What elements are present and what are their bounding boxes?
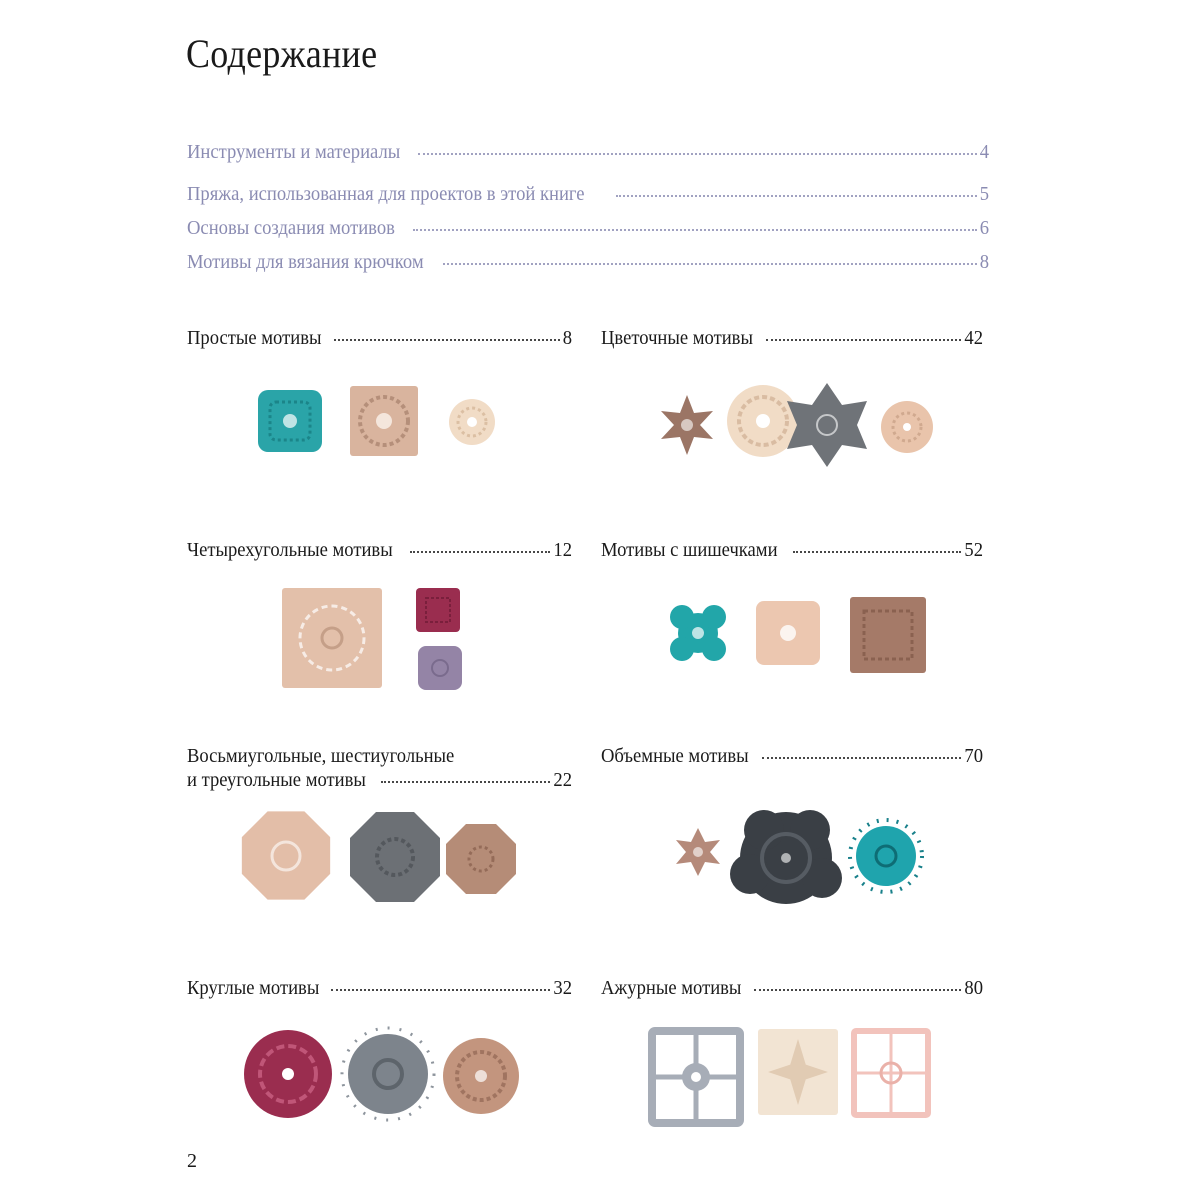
section-volume[interactable]: Объемные мотивы 70 xyxy=(601,744,983,768)
page-number: 2 xyxy=(187,1150,197,1172)
lilac-small-square-image xyxy=(418,646,462,690)
burgundy-small-square-image xyxy=(416,588,460,632)
toc-entry-yarn[interactable]: Пряжа, использованная для проектов в это… xyxy=(187,182,989,206)
dot-leader xyxy=(616,195,977,197)
dot-leader xyxy=(410,551,550,553)
section-label: Цветочные мотивы xyxy=(601,327,753,349)
brown-small-flower-image xyxy=(676,828,720,876)
section-label: Мотивы с шишечками xyxy=(601,539,778,561)
section-page: 22 xyxy=(553,769,572,791)
beige-lace-square-image xyxy=(282,588,382,688)
motif-photos-square xyxy=(282,588,462,690)
toc-entry-basics[interactable]: Основы создания мотивов 6 xyxy=(187,216,989,240)
brown-bobble-square-image xyxy=(850,597,926,673)
beige-square-motif-image xyxy=(350,386,418,456)
beige-small-flower-image xyxy=(881,401,933,453)
cream-lace-square-image xyxy=(758,1029,838,1115)
toc-entry-label: Основы создания мотивов xyxy=(187,217,395,239)
section-label: Объемные мотивы xyxy=(601,745,749,767)
section-label: Круглые мотивы xyxy=(187,977,320,999)
dot-leader xyxy=(381,781,550,783)
section-page: 32 xyxy=(553,977,572,999)
dot-leader xyxy=(418,153,977,155)
dot-leader xyxy=(333,339,560,341)
section-label: Ажурные мотивы xyxy=(601,977,742,999)
motif-photos-floral xyxy=(661,383,933,467)
charcoal-layered-flower-image xyxy=(730,810,842,904)
section-label-line1: Восьмиугольные, шестиугольные xyxy=(187,745,455,767)
pink-lace-square-image xyxy=(851,1028,931,1118)
page-title: Содержание xyxy=(186,31,378,76)
section-round[interactable]: Круглые мотивы 32 xyxy=(187,976,572,1000)
section-bobble[interactable]: Мотивы с шишечками 52 xyxy=(601,538,983,562)
grey-octagon-motif-image xyxy=(350,812,440,902)
motif-photos-volume xyxy=(676,810,924,904)
brown-octagon-motif-image xyxy=(446,824,516,894)
teal-square-motif-image xyxy=(258,390,322,452)
motif-photos-octagon xyxy=(241,811,516,902)
burgundy-flower-round-image xyxy=(244,1030,332,1118)
dot-leader xyxy=(766,339,961,341)
section-label-line2: и треугольные мотивы xyxy=(187,769,366,791)
section-label: Простые мотивы xyxy=(187,327,322,349)
dot-leader xyxy=(792,551,961,553)
toc-entry-page: 6 xyxy=(979,217,989,239)
toc-entry-page: 8 xyxy=(979,251,989,273)
dot-leader xyxy=(754,989,961,991)
cream-round-motif-image xyxy=(449,399,495,445)
beige-octagon-motif-image xyxy=(241,811,331,900)
toc-entry-page: 4 xyxy=(979,141,989,163)
section-label: Четырехугольные мотивы xyxy=(187,539,393,561)
toc-entry-tools[interactable]: Инструменты и материалы 4 xyxy=(187,140,989,164)
teal-beaded-round-image xyxy=(848,818,924,894)
section-simple[interactable]: Простые мотивы 8 xyxy=(187,326,572,350)
section-page: 80 xyxy=(964,977,983,999)
lightgrey-lace-square-image xyxy=(648,1027,744,1127)
toc-entry-crochet-motifs[interactable]: Мотивы для вязания крючком 8 xyxy=(187,250,989,274)
section-square[interactable]: Четырехугольные мотивы 12 xyxy=(187,538,572,562)
motif-photos-bobble xyxy=(670,597,926,673)
section-page: 42 xyxy=(964,327,983,349)
toc-entry-label: Мотивы для вязания крючком xyxy=(187,251,424,273)
beige-bobble-square-image xyxy=(756,601,820,665)
section-page: 8 xyxy=(562,327,572,349)
grey-hexagon-flower-image xyxy=(787,383,867,467)
brown-round-motif-image xyxy=(443,1038,519,1114)
motif-photos-round xyxy=(244,1026,519,1122)
dot-leader xyxy=(761,757,961,759)
toc-entry-page: 5 xyxy=(979,183,989,205)
toc-entry-label: Пряжа, использованная для проектов в это… xyxy=(187,183,585,205)
dot-leader xyxy=(412,229,977,231)
brown-star-flower-image xyxy=(661,395,713,455)
toc-entry-label: Инструменты и материалы xyxy=(187,141,401,163)
section-floral[interactable]: Цветочные мотивы 42 xyxy=(601,326,983,350)
motif-photos-simple xyxy=(258,386,495,456)
section-page: 70 xyxy=(964,745,983,767)
section-lace[interactable]: Ажурные мотивы 80 xyxy=(601,976,983,1000)
dot-leader xyxy=(331,989,550,991)
cream-round-flower-image xyxy=(727,385,799,457)
section-octagon[interactable]: Восьмиугольные, шестиугольные и треуголь… xyxy=(187,744,572,792)
teal-bobble-motif-image xyxy=(670,605,726,661)
section-page: 12 xyxy=(553,539,572,561)
section-page: 52 xyxy=(964,539,983,561)
motif-photos-lace xyxy=(648,1027,931,1127)
dot-leader xyxy=(443,263,977,265)
grey-star-round-image xyxy=(340,1026,436,1122)
